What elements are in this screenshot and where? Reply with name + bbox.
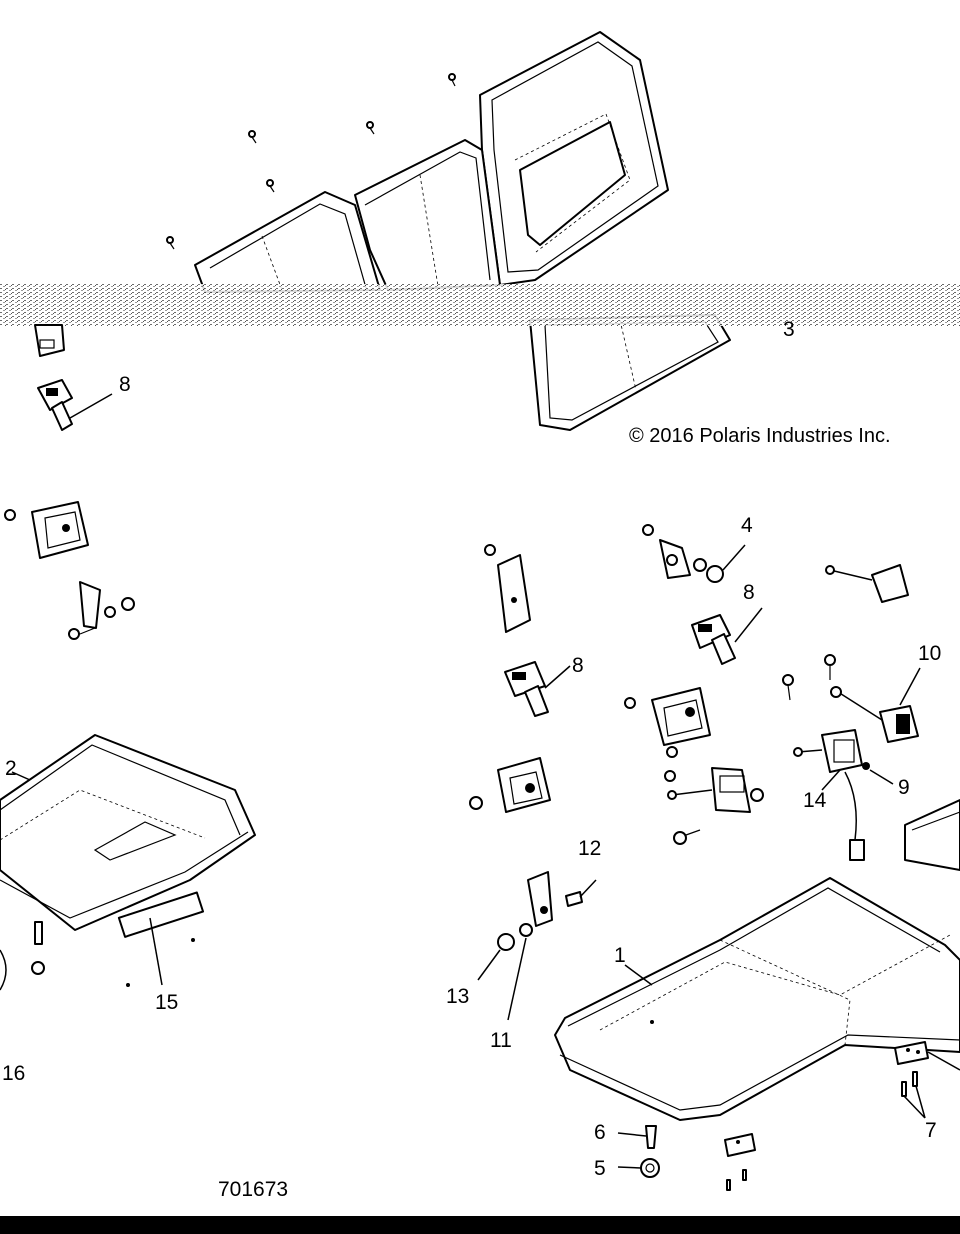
seat-belt-assembly: [782, 654, 921, 743]
callout-12: 12: [578, 837, 601, 860]
anchor-bracket-left: [68, 581, 135, 640]
callout-8: 8: [572, 654, 584, 677]
seat-belt-buckle-left: [37, 379, 113, 431]
callout-15: 15: [155, 991, 178, 1014]
cushion-right-edge: [904, 799, 960, 871]
callout-16: 16: [2, 1062, 25, 1085]
seat-belt-buckle-right-a: [691, 607, 763, 665]
callout-11: 11: [490, 1029, 512, 1052]
pin-6: [617, 1125, 657, 1149]
callout-1: 1: [614, 944, 626, 967]
mount-bracket-lower: [724, 1133, 756, 1191]
callout-8: 8: [119, 373, 131, 396]
callout-4: 4: [741, 514, 753, 537]
bottom-border-bar: [0, 1216, 960, 1234]
backrest-screws: [166, 73, 456, 250]
lap-belt-assembly: [667, 767, 764, 845]
drawing-number: 701673: [218, 1178, 288, 1201]
callout-14: 14: [803, 789, 827, 812]
shoulder-bracket: [484, 544, 531, 633]
callout-3: 3: [783, 318, 795, 341]
callout-9: 9: [898, 776, 910, 799]
seat-cushion-left: [0, 734, 256, 991]
callout-8: 8: [743, 581, 755, 604]
callout-2: 2: [5, 757, 17, 780]
callout-7: 7: [925, 1119, 937, 1142]
callout-5: 5: [594, 1157, 606, 1180]
seat-belt-tongue-top: [825, 564, 909, 603]
seat-belt-anchor: [642, 524, 746, 583]
anchor-plate-center: [477, 871, 597, 1021]
seat-belt-buckle-wired: [793, 729, 894, 861]
rear-seat-backrest: [0, 31, 960, 431]
mount-bracket-7: [894, 1041, 960, 1119]
seat-belt-buckle-right-b: [504, 661, 571, 717]
callout-6: 6: [594, 1121, 606, 1144]
callout-10: 10: [918, 642, 941, 665]
retractor-right-a: [624, 687, 711, 782]
copyright-notice: © 2016 Polaris Industries Inc.: [629, 425, 891, 447]
seat-cushion-right: [554, 877, 960, 1121]
callout-13: 13: [446, 985, 469, 1008]
retractor-right-b: [469, 757, 551, 813]
retractor-left: [4, 501, 89, 559]
grommet-5: [617, 1158, 660, 1178]
seat-belt-buckle-left-top: [34, 324, 65, 357]
